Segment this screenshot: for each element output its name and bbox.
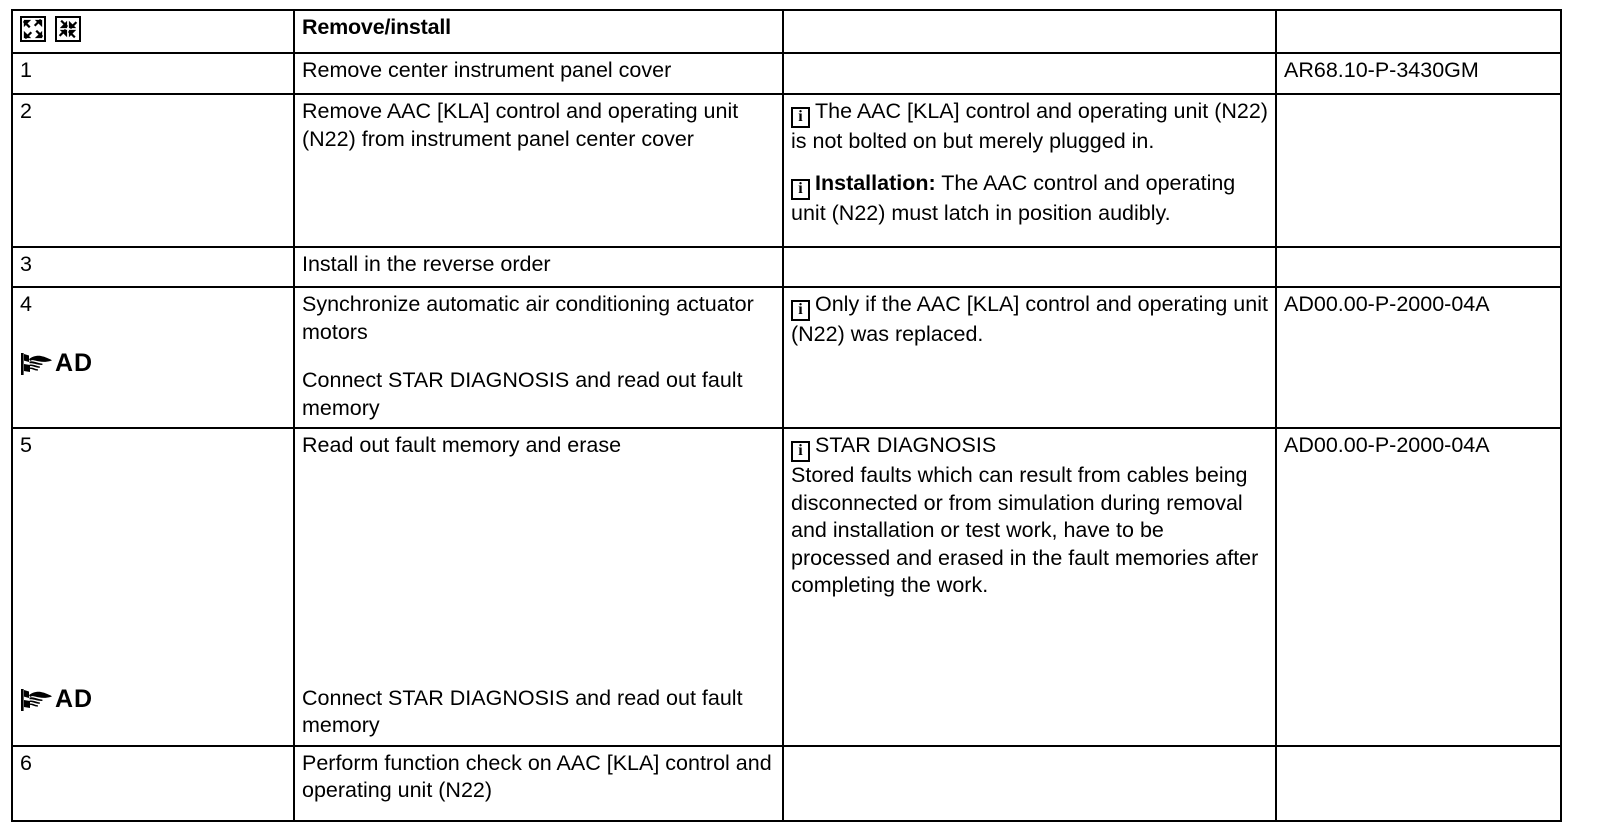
view-toggle-group[interactable] [20, 14, 286, 43]
table-header-row: Remove/install [11, 9, 1562, 54]
step-number-cell: 6 [11, 744, 295, 822]
collapse-icon[interactable] [55, 16, 81, 42]
step-reference-cell [1275, 744, 1562, 822]
reference-code[interactable]: AD00.00-P-2000-04A [1284, 433, 1490, 458]
note-text: The AAC [KLA] control and operating unit… [791, 99, 1268, 153]
header-title-cell: Remove/install [293, 9, 784, 54]
table-row: 3 Install in the reverse order [11, 246, 1562, 288]
note-bold-lead: Installation: [815, 170, 936, 195]
step-reference-cell [1275, 93, 1562, 248]
step-number: 2 [20, 99, 32, 123]
step-description-cell: Synchronize automatic air conditioning a… [293, 285, 784, 430]
step-number-cell: 1 [11, 52, 295, 95]
step-reference-cell: AD00.00-P-2000-04A [1275, 285, 1562, 430]
header-reference-cell [1275, 9, 1562, 54]
pointing-hand-icon [20, 687, 54, 713]
description-text: Remove AAC [KLA] control and operating u… [302, 99, 739, 151]
step-reference-cell [1275, 246, 1562, 288]
expand-icon[interactable] [20, 16, 46, 42]
ad-marker-label: AD [55, 685, 94, 714]
info-icon: i [791, 107, 810, 128]
step-number-cell: 4 [11, 285, 295, 430]
step-notes-cell [782, 744, 1277, 822]
page-title: Remove/install [302, 15, 451, 39]
step-description-cell: Install in the reverse order [293, 246, 784, 288]
table-row: 5 [11, 427, 1562, 747]
description-text: Install in the reverse order [302, 252, 551, 276]
table-row: 1 Remove center instrument panel cover A… [11, 52, 1562, 95]
description-text: Synchronize automatic air conditioning a… [302, 292, 754, 344]
note-text: STAR DIAGNOSIS [815, 433, 997, 458]
step-number: 4 [20, 292, 32, 316]
note-text: The AAC control and operating unit (N22)… [791, 170, 1236, 225]
note-item: Stored faults which can result from cabl… [791, 462, 1268, 600]
pointing-hand-icon [20, 351, 54, 377]
note-text: Stored faults which can result from cabl… [791, 463, 1259, 598]
header-icons-cell [11, 9, 295, 54]
page-canvas: Remove/install 1 Remove center instrumen… [11, 9, 1562, 822]
procedure-table: Remove/install 1 Remove center instrumen… [11, 9, 1562, 822]
description-text: Perform function check on AAC [KLA] cont… [302, 750, 772, 803]
info-icon: i [791, 178, 810, 200]
step-reference-cell: AR68.10-P-3430GM [1275, 52, 1562, 95]
info-icon: i [791, 441, 810, 463]
ad-marker-label: AD [55, 349, 94, 378]
table-row: 6 Perform function check on AAC [KLA] co… [11, 744, 1562, 822]
step-number-cell: 2 [11, 93, 295, 248]
step-description-cell: Remove AAC [KLA] control and operating u… [293, 93, 784, 248]
step-description-cell: Remove center instrument panel cover [293, 52, 784, 95]
step-number: 3 [20, 252, 32, 276]
step-number: 5 [20, 433, 32, 458]
step-number-cell: 5 [11, 427, 295, 747]
description-text: Connect STAR DIAGNOSIS and read out faul… [302, 368, 743, 420]
table-row: 2 Remove AAC [KLA] control and operating… [11, 93, 1562, 248]
star-diagnosis-marker: AD [20, 685, 286, 715]
reference-code[interactable]: AR68.10-P-3430GM [1284, 58, 1479, 82]
step-notes-cell [782, 52, 1277, 95]
description-text: Remove center instrument panel cover [302, 58, 672, 82]
step-notes-cell [782, 246, 1277, 288]
step-number: 6 [20, 750, 32, 775]
header-notes-cell [782, 9, 1277, 54]
info-icon: i [791, 300, 810, 321]
reference-code[interactable]: AD00.00-P-2000-04A [1284, 292, 1490, 316]
description-text: Read out fault memory and erase [302, 433, 622, 458]
note-text: Only if the AAC [KLA] control and operat… [791, 292, 1268, 346]
star-diagnosis-marker: AD [20, 349, 286, 379]
step-description-cell: Read out fault memory and erase Connect … [293, 427, 784, 747]
step-description-cell: Perform function check on AAC [KLA] cont… [293, 744, 784, 822]
step-reference-cell: AD00.00-P-2000-04A [1275, 427, 1562, 747]
step-number: 1 [20, 58, 32, 82]
description-text: Connect STAR DIAGNOSIS and read out faul… [302, 685, 743, 738]
table-row: 4 [11, 285, 1562, 430]
step-number-cell: 3 [11, 246, 295, 288]
